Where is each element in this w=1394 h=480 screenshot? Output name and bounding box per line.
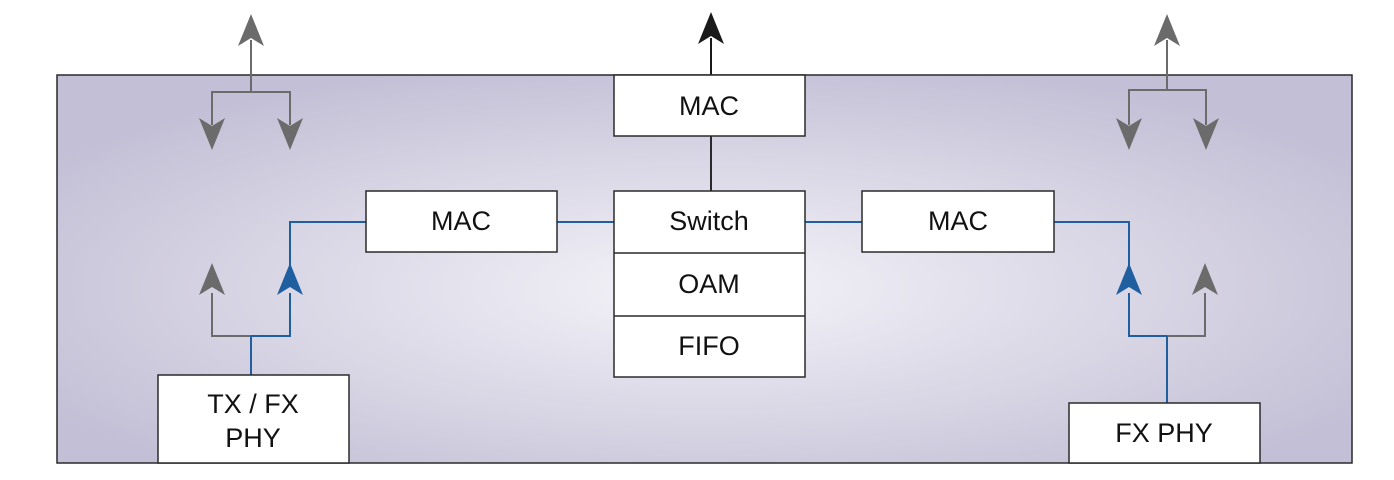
- mac-right-block: MAC: [861, 190, 1055, 253]
- right-top-gray-arrowheads: [1116, 14, 1219, 150]
- left-lower-arrowheads: [199, 263, 303, 295]
- switch-label: Switch: [669, 206, 749, 236]
- mac-left-block: MAC: [365, 190, 558, 253]
- right-lower-arrowheads: [1116, 263, 1218, 295]
- oam-label: OAM: [678, 269, 740, 299]
- switch-stack: Switch OAM FIFO: [613, 190, 806, 378]
- right-lower-arrows: [1054, 221, 1206, 403]
- right-top-gray-arrows: [1128, 40, 1207, 125]
- fifo-label: FIFO: [678, 331, 740, 361]
- phy-left-label-line1: TX / FX: [207, 389, 299, 419]
- top-output-arrow: [698, 12, 724, 75]
- mac-right-label: MAC: [928, 206, 988, 236]
- phy-right-block: FX PHY: [1068, 402, 1261, 464]
- left-top-gray-arrowheads: [199, 14, 303, 150]
- mac-top-label: MAC: [679, 91, 739, 121]
- phy-left-label-line2: PHY: [225, 423, 281, 453]
- left-lower-arrows: [211, 221, 366, 375]
- mac-top-block: MAC: [613, 74, 806, 137]
- phy-right-label: FX PHY: [1115, 418, 1213, 448]
- phy-left-block: TX / FX PHY: [157, 374, 350, 464]
- left-top-gray-arrows: [211, 40, 291, 125]
- mac-left-label: MAC: [431, 206, 491, 236]
